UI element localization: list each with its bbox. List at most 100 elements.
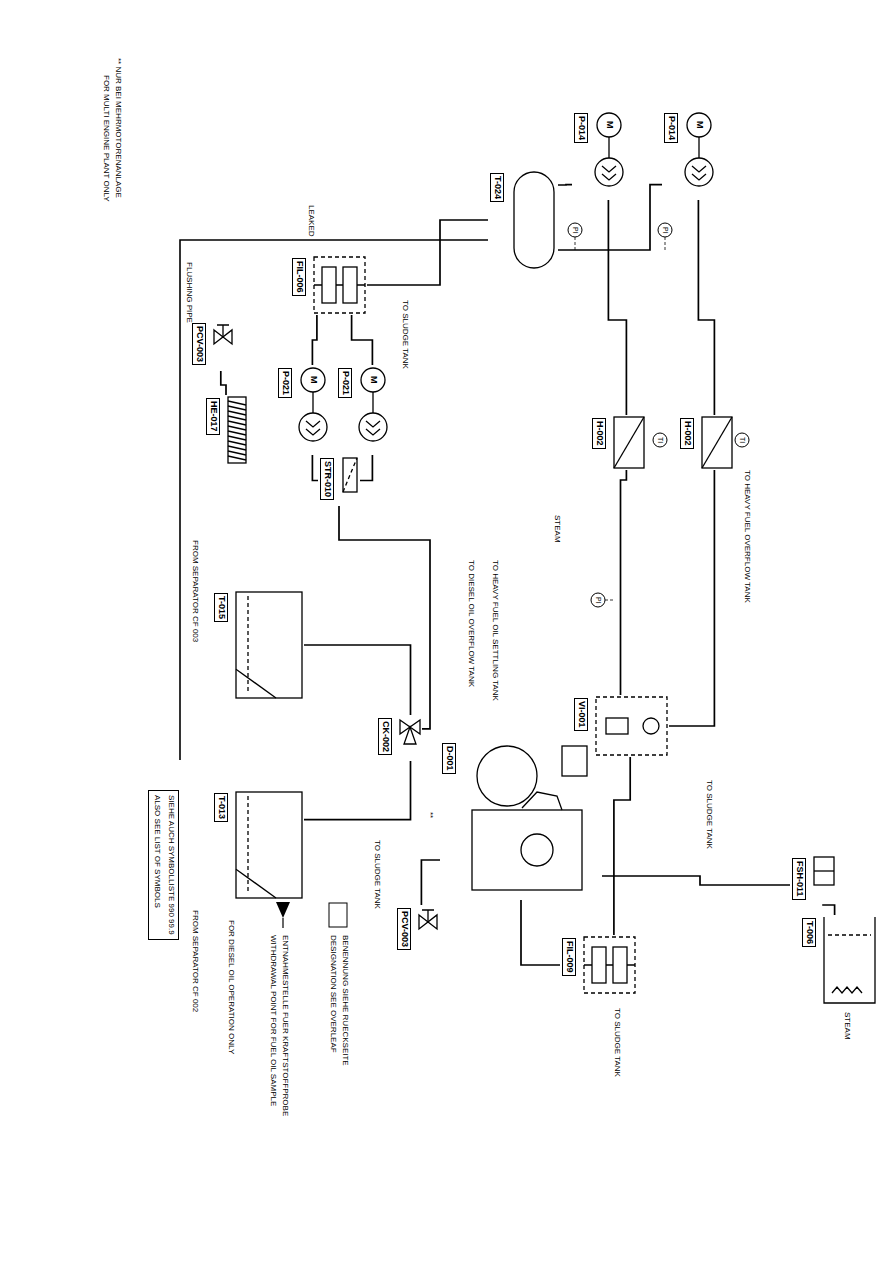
equipment-outline <box>814 870 834 871</box>
instrument-bubble <box>658 223 672 237</box>
equipment-outline <box>702 417 732 468</box>
note-text: ALSO SEE LIST OF SYMBOLS <box>152 795 161 908</box>
instrument-bubble <box>653 433 667 447</box>
pipe-connector <box>312 315 317 365</box>
pipe-label: STEAM <box>552 515 561 543</box>
equipment-tag: H-002 <box>680 418 694 449</box>
equipment-tag: P-014 <box>574 113 588 143</box>
equipment-tag: STR-010 <box>320 458 334 500</box>
motor-letter: M <box>695 121 704 129</box>
equipment-outline <box>322 267 336 303</box>
pipe-connector <box>304 761 411 820</box>
fuel-heater: H-002 <box>678 415 734 470</box>
equipment-outline <box>228 426 246 430</box>
equipment-outline <box>404 727 416 744</box>
equipment-outline <box>422 910 434 922</box>
footnote-mark: ** <box>425 812 434 818</box>
equipment-tag: CK-002 <box>378 718 392 755</box>
equipment-outline <box>228 397 246 463</box>
instrument-tag: TI <box>738 437 746 443</box>
motor-letter: M <box>605 121 614 129</box>
sample-point-symbol <box>276 902 290 918</box>
equipment-outline <box>236 592 302 698</box>
equipment-outline <box>361 368 385 392</box>
pipe-label: TO HEAVY FUEL OVERFLOW TANK <box>742 470 751 603</box>
equipment-outline <box>614 417 644 468</box>
equipment-outline <box>824 917 875 1003</box>
changeover-valve: CK-002 <box>376 715 422 761</box>
equipment-outline <box>643 718 659 734</box>
pump-unit: P-014M <box>662 110 714 200</box>
pipe-connector <box>367 220 488 285</box>
equipment-tag: VI-001 <box>574 698 588 731</box>
equipment-outline <box>602 166 616 180</box>
impulse-line <box>575 237 576 250</box>
legend-note: ENTNAHMESTELLE FUER KRAFTSTOFFPROBE <box>280 935 289 1116</box>
equipment-outline <box>608 137 609 158</box>
equipment-outline <box>698 137 699 158</box>
sample-point-symbol <box>282 918 283 928</box>
equipment-outline <box>584 964 635 965</box>
equipment-tag: PCV-003 <box>397 908 411 950</box>
equipment-outline <box>372 392 373 413</box>
equipment-tag: FSH-011 <box>792 858 806 900</box>
equipment-outline <box>228 441 246 445</box>
pipe-label: TO HEAVY FUEL OIL SETTLING TANK <box>490 560 499 701</box>
equipment-outline <box>522 792 562 810</box>
equipment-outline <box>228 421 246 425</box>
legend-note: DESIGNATION SEE OVERLEAF <box>328 935 337 1053</box>
equipment-outline <box>687 113 711 137</box>
pipe-connector <box>621 470 627 695</box>
equipment-tag: FIL-006 <box>292 258 306 296</box>
instrument-bubble <box>568 223 582 237</box>
impulse-line <box>605 600 615 601</box>
pipe-label: FROM SEPARATOR CF 002 <box>190 910 199 1012</box>
equipment-outline <box>828 934 871 935</box>
equipment-outline <box>299 413 327 441</box>
equipment-outline <box>228 456 246 460</box>
day-tank: T-015 <box>212 590 304 700</box>
equipment-outline <box>514 172 554 268</box>
equipment-outline <box>343 267 357 303</box>
equipment-outline <box>236 669 276 698</box>
pipe-connector <box>304 645 411 715</box>
equipment-tag: T-013 <box>214 793 228 822</box>
equipment-outline <box>228 436 246 440</box>
equipment-outline <box>306 421 320 435</box>
pipe-connector <box>608 200 626 415</box>
equipment-tag: P-021 <box>278 368 292 398</box>
equipment-tag: H-002 <box>592 418 606 449</box>
equipment-outline <box>472 810 582 890</box>
pipe-connector <box>352 315 373 365</box>
day-tank: T-013 <box>212 790 304 900</box>
designation-box-symbol <box>329 903 347 927</box>
pipe-connector <box>339 506 430 729</box>
pipe-label: LEAKED <box>306 205 315 237</box>
equipment-outline <box>228 451 246 455</box>
pump-unit: P-021M <box>336 365 388 455</box>
equipment-outline <box>228 406 246 410</box>
pipe-connector <box>421 860 440 905</box>
pipe-label: TO SLUDGE TANK <box>704 780 713 849</box>
duplex-filter: FIL-006 <box>290 255 367 315</box>
equipment-outline <box>312 392 313 413</box>
equipment-tag: T-015 <box>214 593 228 622</box>
equipment-outline <box>301 368 325 392</box>
equipment-outline <box>314 257 365 313</box>
flushing-pipe <box>180 240 488 760</box>
pipe-connector <box>669 470 714 726</box>
equipment-outline <box>592 947 606 983</box>
note-text: SIEHE AUCH SYMBOLLISTE 990 99.9 <box>166 795 175 935</box>
instrument-bubble <box>735 433 749 447</box>
equipment-tag: PCV-003 <box>192 323 206 365</box>
pipe-connector <box>360 455 372 481</box>
pipe-connector <box>312 455 318 481</box>
pipe-connector <box>614 757 630 935</box>
pipe-connector <box>698 200 714 415</box>
equipment-outline <box>228 431 246 435</box>
motor-letter: M <box>309 376 318 384</box>
equipment-tag: T-006 <box>802 918 816 947</box>
instrument-tag: TI <box>656 437 664 443</box>
equipment-outline <box>228 401 246 405</box>
equipment-outline <box>228 416 246 420</box>
